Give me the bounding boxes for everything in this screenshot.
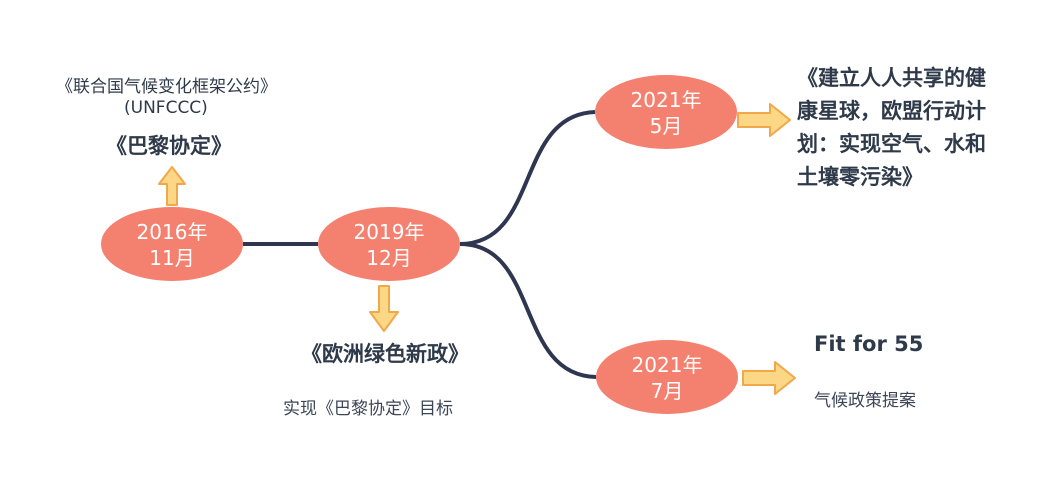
node-month: 11月	[149, 246, 195, 270]
paris-agreement-label: 《巴黎协定》	[106, 134, 232, 158]
node-2021-05	[595, 75, 737, 149]
node-month: 5月	[649, 114, 683, 138]
eu-zero-pollution-plan: 《建立人人共享的健 康星球，欧盟行动计 划：实现空气、水和 土壤零污染》	[797, 62, 986, 194]
node-2021-07	[596, 340, 738, 414]
arrow-right-icon	[742, 361, 796, 395]
connector-2019-2021-may	[459, 110, 596, 246]
node-year: 2021年	[631, 353, 703, 377]
plan-line: 《建立人人共享的健	[797, 66, 986, 90]
node-2016-11	[101, 207, 243, 281]
unfccc-abbr: (UNFCCC)	[124, 98, 208, 118]
node-month: 7月	[650, 379, 684, 403]
plan-line: 划：实现空气、水和	[797, 132, 986, 156]
node-2019-12	[318, 207, 460, 281]
node-2021-07-label: 2021年 7月	[607, 352, 727, 404]
fit-for-55-note: 气候政策提案	[814, 391, 916, 411]
green-deal-label: 《欧洲绿色新政》	[301, 342, 469, 366]
unfccc-title: 《联合国气候变化框架公约》	[56, 77, 277, 97]
plan-line: 康星球，欧盟行动计	[797, 99, 986, 123]
node-month: 12月	[366, 246, 412, 270]
node-year: 2016年	[136, 220, 208, 244]
arrow-right-icon	[737, 103, 791, 137]
arrow-down-icon	[369, 285, 399, 332]
node-2019-12-label: 2019年 12月	[329, 219, 449, 271]
node-2016-11-label: 2016年 11月	[112, 219, 232, 271]
fit-for-55-label: Fit for 55	[814, 332, 924, 356]
node-year: 2019年	[353, 220, 425, 244]
plan-line: 土壤零污染》	[797, 165, 923, 189]
arrow-up-icon	[158, 166, 186, 206]
node-2021-05-label: 2021年 5月	[606, 87, 726, 139]
node-year: 2021年	[630, 88, 702, 112]
green-deal-note: 实现《巴黎协定》目标	[283, 399, 453, 419]
connector-2019-2021-jul	[459, 242, 597, 379]
